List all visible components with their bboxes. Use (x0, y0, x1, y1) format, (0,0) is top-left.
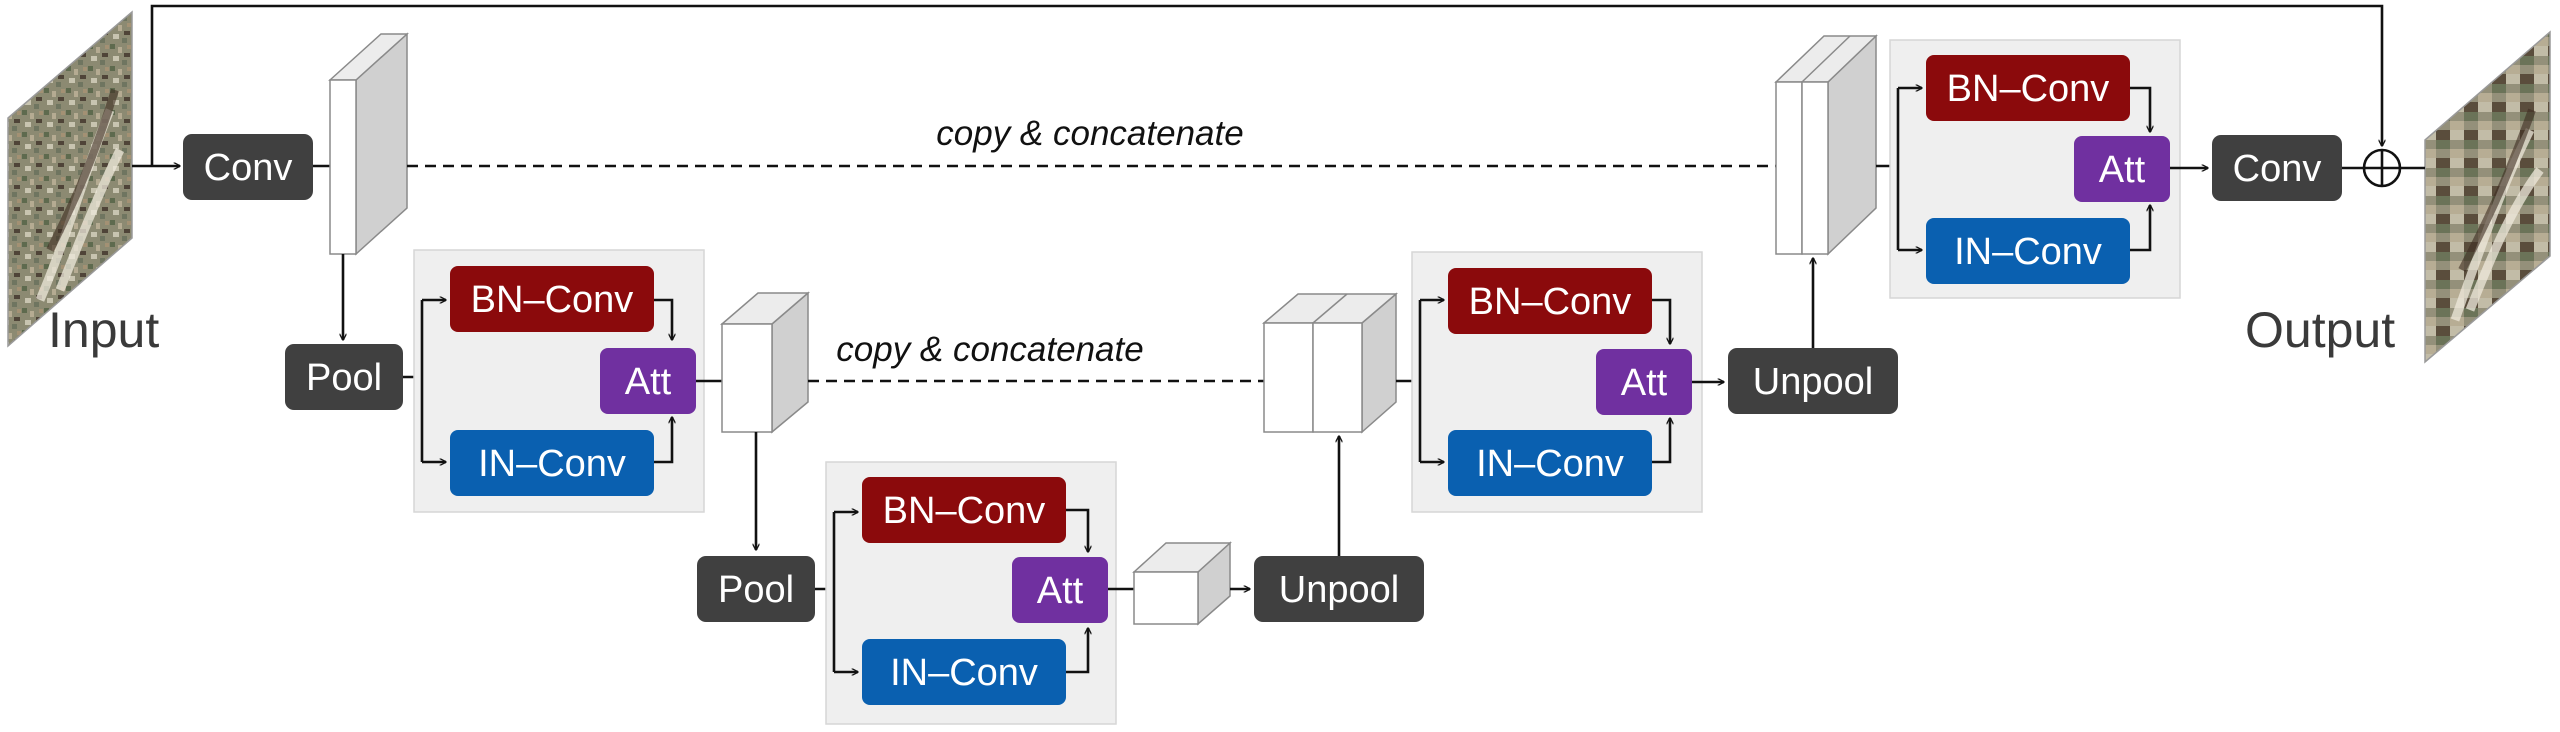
svg-text:BN–Conv: BN–Conv (1469, 281, 1632, 323)
att-box-enc-1: Att (600, 348, 696, 414)
input-image (7, 10, 133, 348)
svg-text:Pool: Pool (306, 357, 382, 399)
bn-conv-box-bottleneck: BN–Conv (862, 477, 1066, 543)
output-label: Output (2245, 302, 2395, 358)
att-box-dec-1: Att (1596, 349, 1692, 415)
copy-concat-label-l1: copy & concatenate (936, 114, 1243, 153)
svg-text:Unpool: Unpool (1753, 361, 1873, 403)
svg-text:IN–Conv: IN–Conv (1476, 443, 1624, 485)
circled-plus-icon (2362, 148, 2402, 188)
in-conv-box-dec-2: IN–Conv (1926, 218, 2130, 284)
global-skip-connection (150, 4, 2382, 166)
svg-text:Att: Att (1621, 362, 1668, 404)
in-conv-box-bottleneck: IN–Conv (862, 639, 1066, 705)
svg-text:Pool: Pool (718, 569, 794, 611)
svg-text:IN–Conv: IN–Conv (1954, 231, 2102, 273)
in-conv-box-dec-1: IN–Conv (1448, 430, 1652, 496)
copy-concat-label-l2: copy & concatenate (836, 330, 1143, 369)
svg-text:Conv: Conv (204, 147, 293, 189)
output-image (2424, 30, 2551, 364)
unpool-box-l2: Unpool (1254, 556, 1424, 622)
svg-text:BN–Conv: BN–Conv (471, 279, 634, 321)
unpool-box-l1: Unpool (1728, 348, 1898, 414)
svg-text:BN–Conv: BN–Conv (1947, 68, 2110, 110)
input-label: Input (48, 302, 159, 358)
pool-box-l1: Pool (285, 344, 403, 410)
pool-box-l2: Pool (697, 556, 815, 622)
att-box-bottleneck: Att (1012, 557, 1108, 623)
svg-text:Conv: Conv (2233, 148, 2322, 190)
svg-text:IN–Conv: IN–Conv (478, 443, 626, 485)
conv-box-encoder: Conv (183, 134, 313, 200)
bn-conv-box-dec-1: BN–Conv (1448, 268, 1652, 334)
svg-text:Att: Att (2099, 149, 2146, 191)
svg-text:Unpool: Unpool (1279, 569, 1399, 611)
concat-feature-map-l2 (1261, 292, 1399, 434)
feature-map-bottleneck (1132, 541, 1232, 626)
svg-text:BN–Conv: BN–Conv (883, 490, 1046, 532)
in-conv-box-enc-1: IN–Conv (450, 430, 654, 496)
feature-map-l1 (328, 32, 409, 256)
svg-text:Att: Att (1037, 570, 1084, 612)
bn-conv-box-dec-2: BN–Conv (1926, 55, 2130, 121)
att-box-dec-2: Att (2074, 136, 2170, 202)
conv-box-decoder: Conv (2212, 135, 2342, 201)
svg-text:IN–Conv: IN–Conv (890, 652, 1038, 694)
feature-map-l2 (719, 291, 811, 434)
concat-feature-map-l1 (1774, 34, 1878, 256)
svg-text:Att: Att (625, 361, 672, 403)
bn-conv-box-enc-1: BN–Conv (450, 266, 654, 332)
